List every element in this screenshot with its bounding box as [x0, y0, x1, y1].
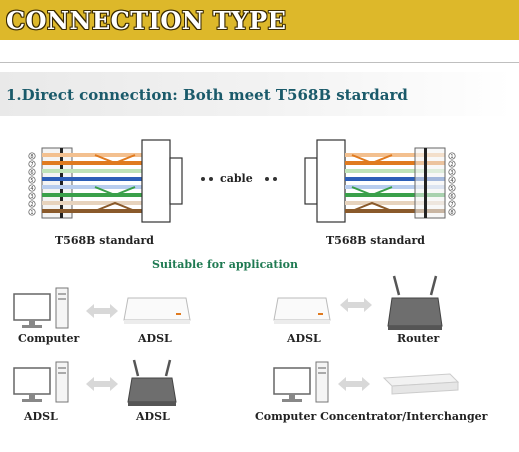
row1-left-device2-label: ADSL: [138, 332, 172, 345]
left-pin-number: 5: [30, 178, 33, 184]
computer-icon-3: [273, 361, 329, 403]
router-icon: [387, 275, 443, 330]
right-pin-numbers: [448, 152, 456, 216]
double-arrow-icon-right: [340, 298, 372, 312]
adsl-modem-icon: [123, 297, 191, 324]
computer-icon: [13, 287, 69, 329]
right-pin-number: 2: [450, 162, 453, 168]
row2-right-label: Computer Concentrator/Interchanger: [255, 410, 488, 423]
right-pin-number: 4: [450, 178, 453, 184]
section-bar: [0, 72, 512, 116]
section-title: 1.Direct connection: Both meet T568B sta…: [6, 86, 408, 104]
right-pin-number: 1: [450, 154, 453, 160]
left-pin-number: 7: [30, 162, 33, 168]
left-pin-number: 3: [30, 194, 33, 200]
left-pin-number: 1: [30, 210, 33, 216]
cable-dots: [201, 177, 277, 181]
row2-left-device1-label: ADSL: [24, 410, 58, 423]
switch-icon: [382, 373, 460, 395]
left-pin-number: 6: [30, 170, 33, 176]
right-pin-number: 7: [450, 202, 453, 208]
right-standard-label: T568B standard: [326, 234, 425, 247]
row1-right-device2-label: Router: [397, 332, 440, 345]
computer-icon-2: [13, 361, 69, 403]
right-pin-number: 3: [450, 170, 453, 176]
page-title: CONNECTION TYPE: [6, 6, 287, 35]
double-arrow-icon: [86, 304, 118, 318]
left-pin-number: 8: [30, 154, 33, 160]
adsl-modem-icon-right: [273, 297, 331, 324]
left-standard-label: T568B standard: [55, 234, 154, 247]
row2-left-device2-label: ADSL: [136, 410, 170, 423]
left-connector: [28, 139, 183, 223]
divider: [0, 62, 519, 63]
application-title: Suitable for application: [152, 258, 299, 271]
right-pin-number: 8: [450, 210, 453, 216]
cable-label: cable: [220, 172, 253, 185]
left-pin-number: 4: [30, 186, 33, 192]
double-arrow-icon-3: [338, 377, 370, 391]
left-pin-numbers: [28, 152, 36, 216]
header-banner: [0, 0, 519, 40]
row1-right-device1-label: ADSL: [287, 332, 321, 345]
router-icon-2: [127, 359, 177, 406]
right-pin-number: 6: [450, 194, 453, 200]
right-connector: [304, 139, 456, 223]
double-arrow-icon-2: [86, 377, 118, 391]
left-pin-number: 2: [30, 202, 33, 208]
row1-left-device1-label: Computer: [18, 332, 80, 345]
right-pin-number: 5: [450, 186, 453, 192]
